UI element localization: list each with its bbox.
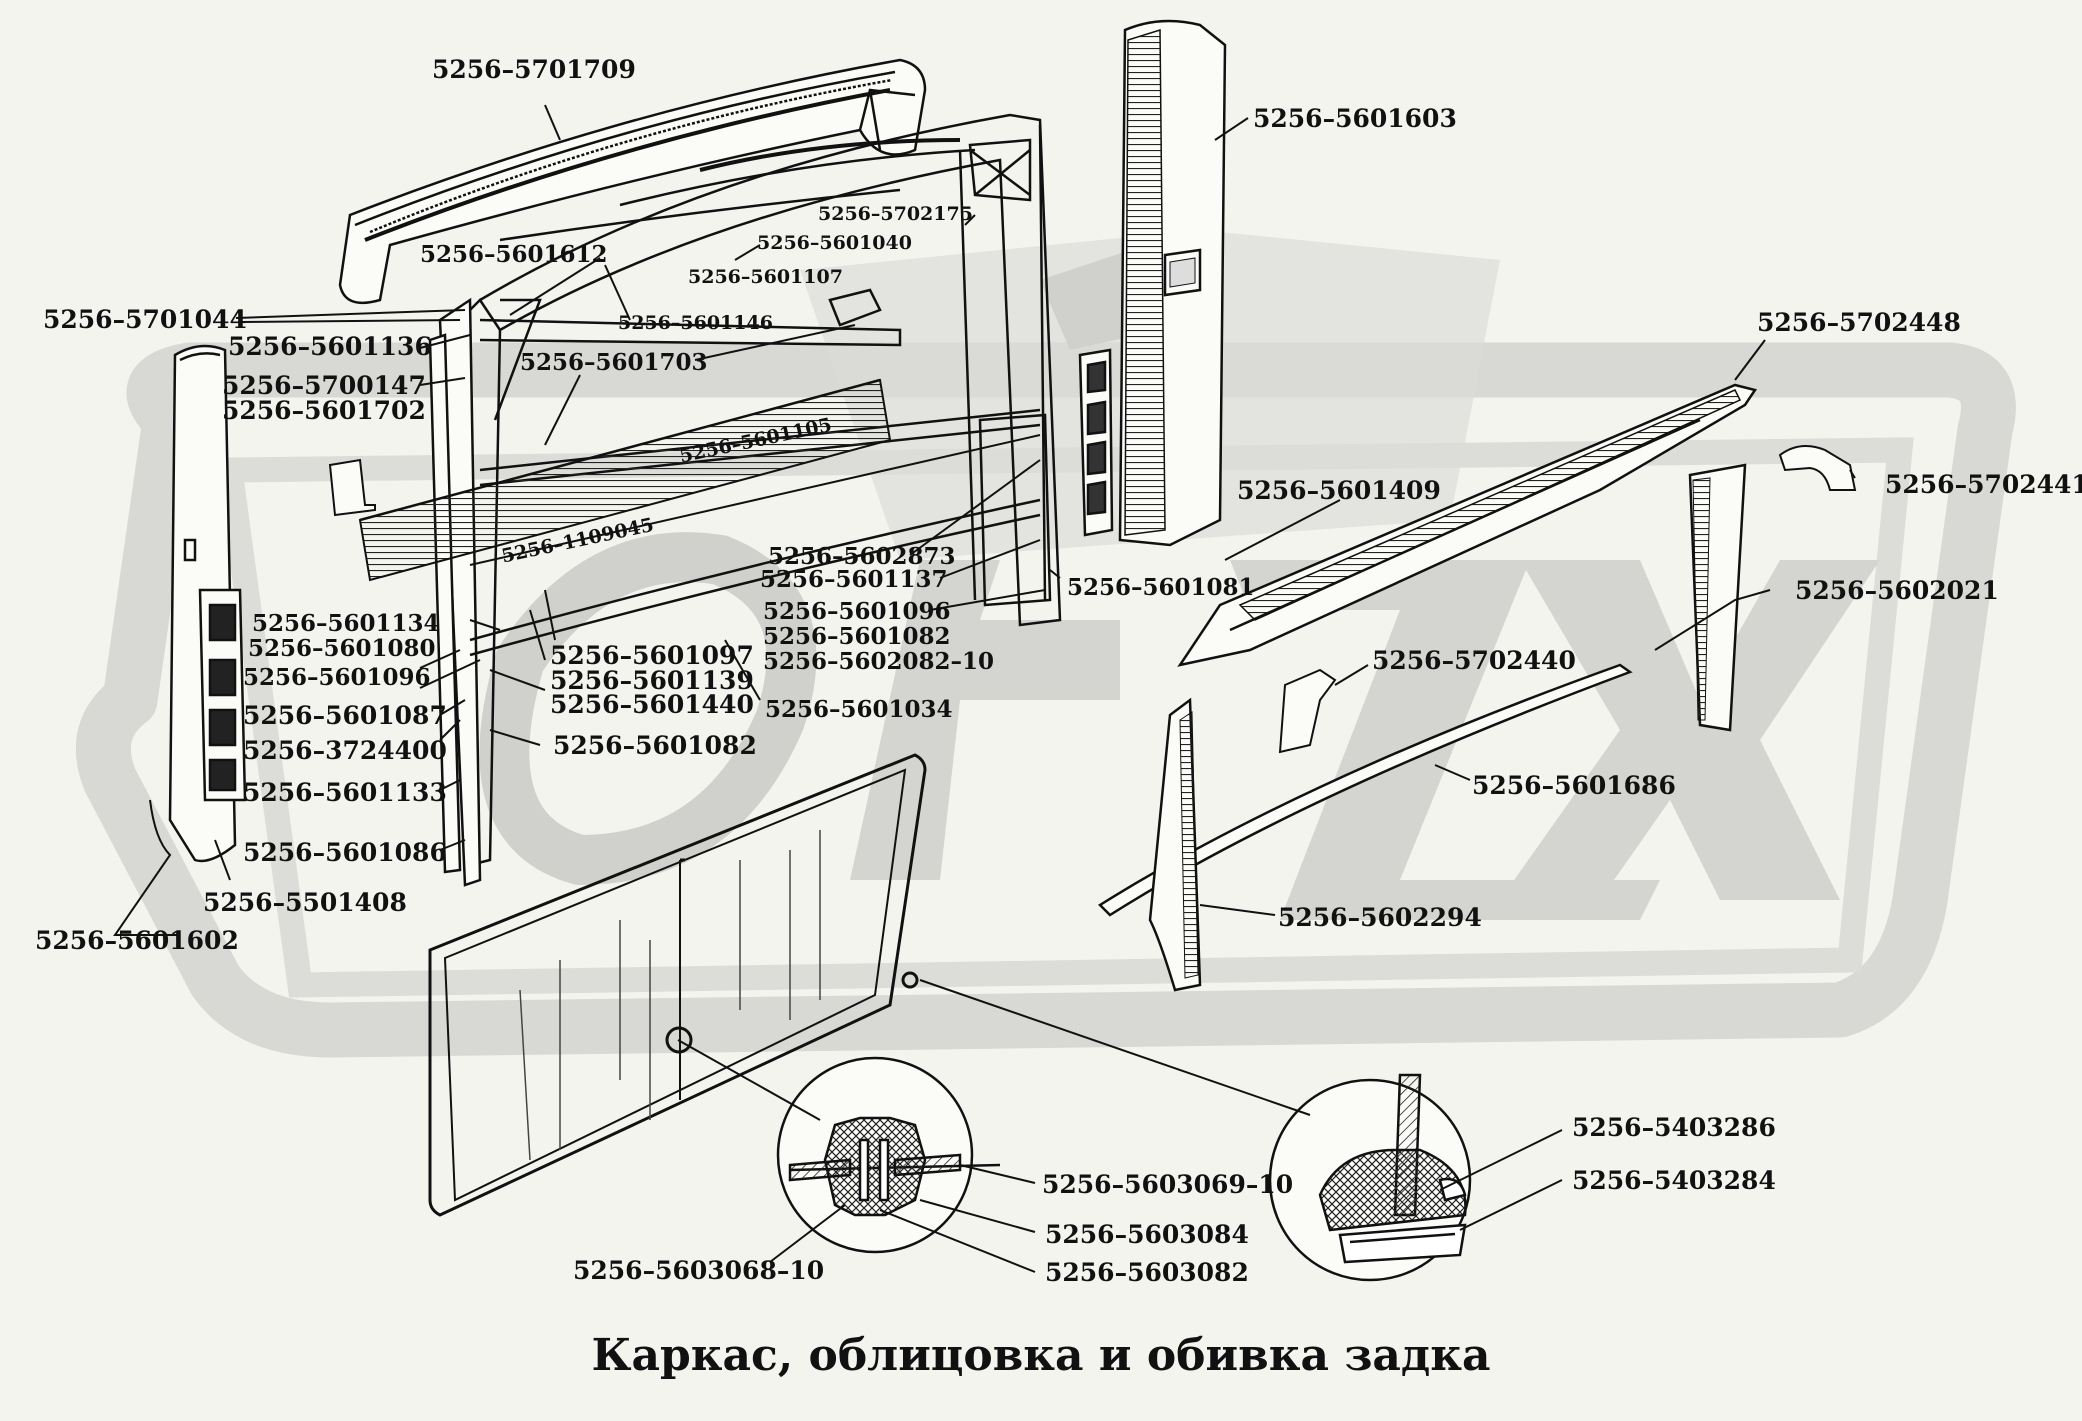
part-label-5601440: 5256–5601440	[550, 690, 754, 719]
part-label-5601612: 5256–5601612	[420, 241, 608, 268]
part-label-5702175: 5256–5702175	[818, 203, 973, 225]
left-pillar-cover-part	[168, 344, 247, 863]
part-label-5601096-upper: 5256–5601096	[763, 598, 951, 625]
bracket-part	[328, 458, 376, 517]
part-label-5601409: 5256–5601409	[1237, 476, 1441, 505]
part-label-5702440: 5256–5702440	[1372, 646, 1576, 675]
leader-lines	[113, 104, 1856, 1273]
part-label-5601034: 5256–5601034	[765, 696, 953, 723]
part-label-5602021: 5256–5602021	[1795, 576, 1999, 605]
part-label-5601702: 5256–5601702	[222, 396, 426, 425]
part-label-5601082-upper: 5256–5601082	[763, 623, 951, 650]
part-label-5601134: 5256–5601134	[252, 610, 440, 637]
part-label-5603084: 5256–5603084	[1045, 1220, 1249, 1249]
part-label-5601087: 5256–5601087	[243, 701, 447, 730]
part-label-5501408: 5256–5501408	[203, 888, 407, 917]
rear-frame-part	[358, 113, 1062, 887]
part-label-5702448: 5256–5702448	[1757, 308, 1961, 337]
part-label-5601081: 5256–5601081	[1067, 574, 1255, 601]
part-label-5701044: 5256–5701044	[43, 305, 247, 334]
part-label-5601086: 5256–5601086	[243, 838, 447, 867]
part-label-5601686: 5256–5601686	[1472, 771, 1676, 800]
part-label-3724400: 5256–3724400	[243, 736, 447, 765]
part-label-5602873: 5256–5602873	[768, 543, 956, 570]
diagonal-trim-part	[1177, 383, 1758, 667]
part-label-5601139: 5256–5601139	[550, 666, 754, 695]
seal-detail-right	[1268, 1073, 1472, 1282]
seal-detail-left	[776, 1056, 1001, 1254]
part-label-5601603: 5256–5601603	[1253, 104, 1457, 133]
part-label-5601040: 5256–5601040	[757, 232, 912, 254]
part-label-5603068-10: 5256–5603068–10	[573, 1256, 825, 1285]
part-label-5603082: 5256–5603082	[1045, 1258, 1249, 1287]
part-label-5601133: 5256–5601133	[243, 778, 447, 807]
part-label-5601096-lower: 5256–5601096	[243, 664, 431, 691]
part-label-5601107: 5256–5601107	[688, 266, 843, 288]
part-label-5601602: 5256–5601602	[35, 926, 239, 955]
side-panel-part	[1078, 19, 1227, 547]
part-label-5601097: 5256–5601097	[550, 641, 754, 670]
long-rail-part	[1098, 663, 1633, 917]
part-label-5700147: 5256–5700147	[222, 371, 426, 400]
part-label-5601080: 5256–5601080	[248, 635, 436, 662]
diagram-caption: Каркас, облицовка и обивка задка	[591, 1330, 1491, 1381]
part-label-5601136: 5256–5601136	[228, 332, 432, 361]
part-label-5603069-10: 5256–5603069–10	[1042, 1170, 1294, 1199]
part-label-5403286: 5256–5403286	[1572, 1113, 1776, 1142]
part-label-5601146: 5256–5601146	[618, 312, 773, 334]
corner-piece-part	[1778, 445, 1857, 491]
pillar-trim-part	[1148, 697, 1202, 992]
part-label-5602294: 5256–5602294	[1278, 903, 1482, 932]
vertical-strip-part	[1688, 463, 1747, 732]
part-label-5602082-10: 5256–5602082–10	[763, 648, 995, 675]
part-label-5403284: 5256–5403284	[1572, 1166, 1776, 1195]
part-label-5702441: 5256–5702441	[1885, 470, 2082, 499]
part-label-5601137: 5256–5601137	[760, 566, 948, 593]
rear-glass-part	[428, 753, 927, 1217]
part-label-5601703: 5256–5601703	[520, 349, 708, 376]
trim-block-part	[1278, 668, 1337, 754]
part-label-5701709: 5256–5701709	[432, 55, 636, 84]
part-label-5601082-lower: 5256–5601082	[553, 731, 757, 760]
roof-cover-part	[338, 58, 927, 305]
